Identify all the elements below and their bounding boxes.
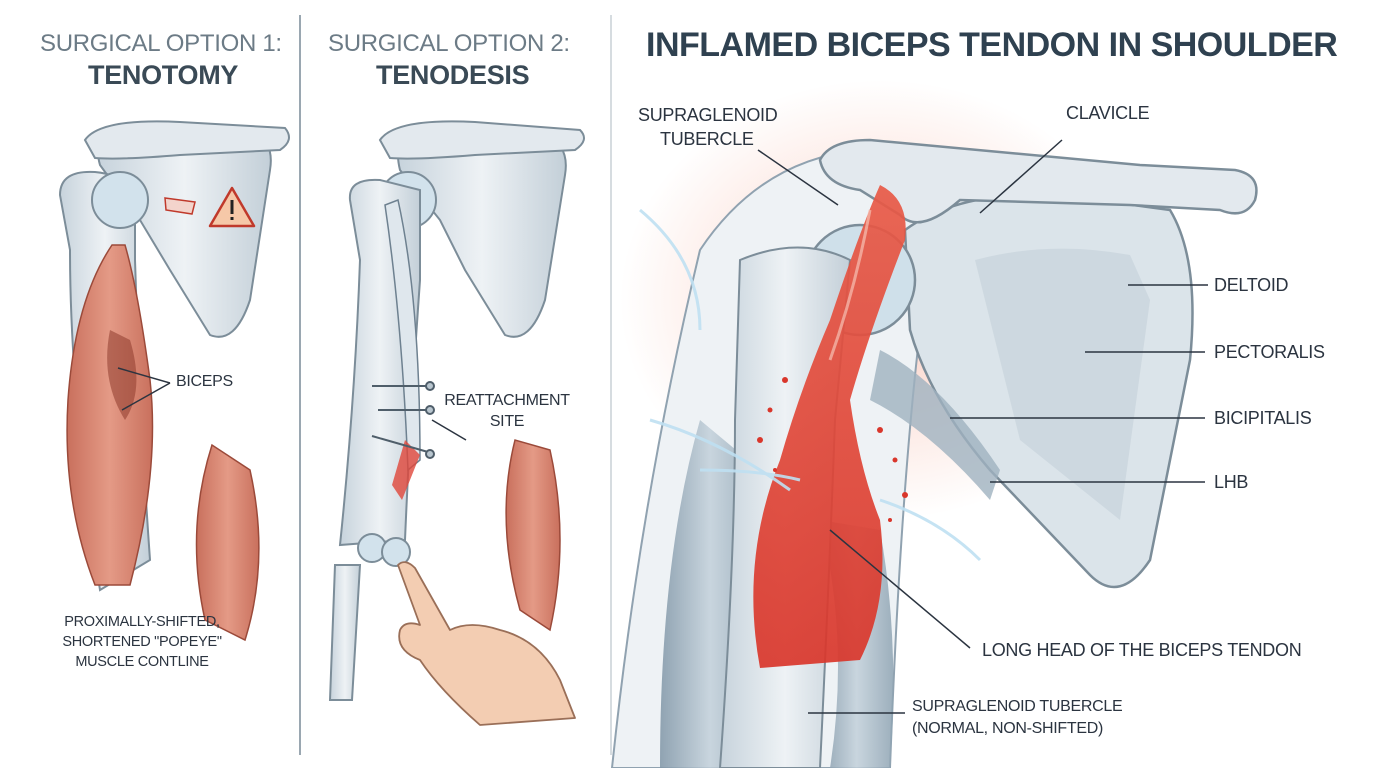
tenotomy-illustration bbox=[58, 120, 290, 642]
scapula bbox=[397, 126, 567, 338]
inflammation-speckles bbox=[757, 377, 908, 522]
pectoralis-label: PECTORALIS bbox=[1214, 342, 1325, 362]
reattached-tendon bbox=[392, 440, 420, 500]
humeral-head bbox=[91, 171, 149, 229]
scapula-fossa bbox=[975, 248, 1150, 521]
long-head-label: LONG HEAD OF THE BICEPS TENDON bbox=[982, 640, 1302, 660]
forearm-muscle bbox=[195, 443, 260, 642]
leader-line bbox=[431, 419, 467, 441]
forearm-bone bbox=[328, 564, 362, 701]
pain-swooshes bbox=[639, 208, 982, 562]
bottom-label-line: (NORMAL, NON-SHIFTED) bbox=[912, 720, 1104, 737]
panel1-title: TENOTOMY bbox=[88, 60, 239, 90]
caption-line: MUSCLE CONTLINE bbox=[75, 654, 209, 670]
reattachment-label: REATTACHMENT SITE bbox=[432, 390, 582, 432]
deltoid-label: DELTOID bbox=[1214, 275, 1289, 295]
shoulder-illustration bbox=[610, 80, 1258, 768]
biceps-label: BICEPS bbox=[176, 373, 233, 390]
panel3-title: INFLAMED BICEPS TENDON IN SHOULDER bbox=[646, 26, 1338, 64]
leader-lines bbox=[757, 139, 1208, 714]
clavicle bbox=[83, 120, 290, 160]
elbow-joint bbox=[381, 537, 411, 567]
panel2-title: TENODESIS bbox=[376, 60, 530, 90]
biceps-shadow bbox=[107, 330, 137, 420]
caption-line: SHORTENED "POPEYE" bbox=[62, 634, 222, 650]
muscle-fibers bbox=[870, 350, 1000, 500]
panel2-subtitle: SURGICAL OPTION 2: bbox=[328, 30, 570, 57]
biceps-muscle bbox=[66, 244, 154, 586]
pointing-hand bbox=[397, 561, 576, 726]
leader-line bbox=[117, 367, 171, 384]
lhb-label: LHB bbox=[1214, 472, 1249, 492]
leader-line bbox=[121, 382, 171, 411]
caption-line: PROXIMALLY-SHIFTED, bbox=[64, 614, 220, 630]
reattachment-line: SITE bbox=[489, 413, 525, 430]
panel1-subtitle: SURGICAL OPTION 1: bbox=[40, 30, 282, 57]
clavicle bbox=[818, 138, 1258, 224]
biceps-muscle bbox=[505, 439, 561, 632]
warning-triangle-icon bbox=[208, 186, 256, 228]
reattachment-line: REATTACHMENT bbox=[444, 392, 570, 409]
inflamed-biceps-tendon bbox=[753, 185, 906, 668]
torn-tendon bbox=[164, 197, 196, 215]
bottom-label-line: SUPRAGLENOID TUBERCLE bbox=[912, 698, 1123, 715]
tenodesis-illustration bbox=[328, 120, 585, 726]
popeye-caption: PROXIMALLY-SHIFTED, SHORTENED "POPEYE" M… bbox=[22, 612, 262, 672]
bottom-label: SUPRAGLENOID TUBERCLE (NORMAL, NON-SHIFT… bbox=[912, 696, 1123, 740]
clavicle-label: CLAVICLE bbox=[1066, 103, 1150, 123]
supraglenoid-line: SUPRAGLENOID bbox=[638, 105, 778, 125]
fixation-screws bbox=[371, 381, 435, 459]
supraglenoid-line: TUBERCLE bbox=[660, 129, 754, 149]
clavicle bbox=[378, 120, 585, 160]
bicipitalis-label: BICIPITALIS bbox=[1214, 408, 1312, 428]
supraglenoid-label: SUPRAGLENOID TUBERCLE bbox=[638, 103, 778, 151]
tendon-highlight bbox=[828, 209, 872, 361]
